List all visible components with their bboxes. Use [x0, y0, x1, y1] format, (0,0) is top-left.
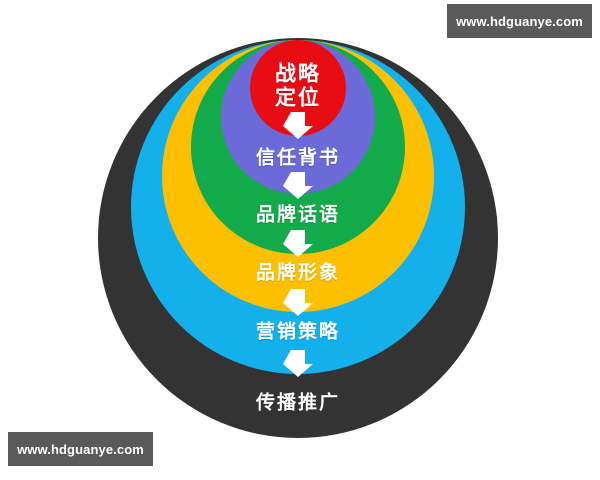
ring-core-label-line-1: 战略 — [275, 61, 321, 86]
down-arrow-icon — [283, 112, 313, 139]
watermark-top-right-text: www.hdguanye.com — [456, 13, 583, 29]
arrow-4 — [283, 289, 313, 316]
ring-trust-label: 信任背书 — [255, 146, 341, 169]
down-arrow-icon — [283, 172, 313, 199]
ring-communication-label: 传播推广 — [255, 391, 341, 414]
down-arrow-icon — [283, 350, 313, 377]
ring-core-label: 战略定位 — [275, 62, 321, 109]
down-arrow-icon — [283, 230, 313, 257]
ring-discourse-label: 品牌话语 — [255, 203, 341, 226]
watermark-top-right: www.hdguanye.com — [447, 4, 592, 38]
ring-core — [250, 40, 346, 136]
arrow-2 — [283, 172, 313, 199]
ring-image-label: 品牌形象 — [255, 261, 341, 284]
arrow-3 — [283, 230, 313, 257]
arrow-1 — [283, 112, 313, 139]
watermark-bottom-left-text: www.hdguanye.com — [17, 441, 144, 457]
arrow-5 — [283, 350, 313, 377]
watermark-bottom-left: www.hdguanye.com — [8, 432, 153, 466]
ring-marketing-label: 营销策略 — [255, 320, 341, 343]
ring-core-label-line-2: 定位 — [275, 85, 321, 109]
down-arrow-icon — [283, 289, 313, 316]
